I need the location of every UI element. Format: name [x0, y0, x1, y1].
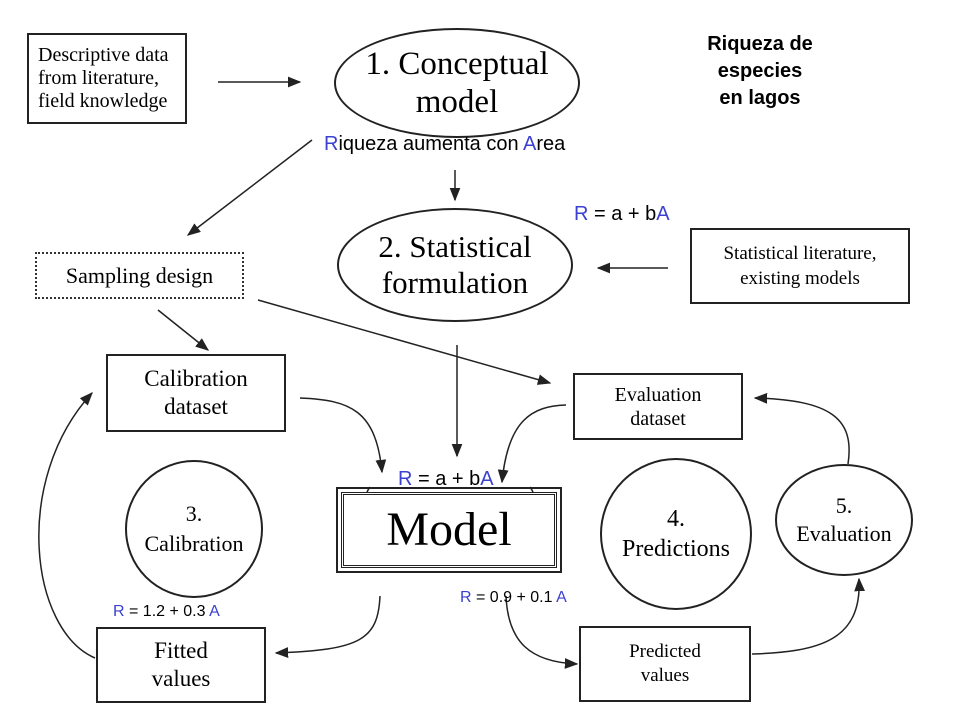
predictions-line-2: Predictions	[622, 536, 730, 562]
descriptive-line-3: field knowledge	[38, 90, 168, 112]
fitted-line-2: values	[151, 666, 211, 691]
calibration-dataset-line-2: dataset	[164, 394, 228, 419]
fitted-line-1: Fitted	[154, 638, 208, 663]
predicted-line-1: Predicted	[629, 641, 701, 662]
node-evaluation: 5. Evaluation	[775, 464, 913, 576]
calibration-line-1: 3.	[185, 501, 203, 526]
annotation-formula-model: R = a + bA	[398, 468, 494, 490]
arrow-sampling-to-evaluation-dataset	[257, 299, 552, 385]
node-calibration: 3. Calibration	[125, 460, 263, 598]
node-descriptive-data: Descriptive data from literature, field …	[27, 33, 187, 124]
arrow-model-to-fitted	[274, 595, 381, 658]
arrow-calibration-dataset-to-model	[299, 397, 387, 474]
arrow-evaluation-dataset-to-model	[497, 404, 567, 484]
node-conceptual-model: 1. Conceptual model	[334, 28, 580, 138]
statlit-line-2: existing models	[740, 268, 860, 289]
statlit-line-1: Statistical literature,	[723, 243, 877, 264]
node-evaluation-dataset: Evaluation dataset	[573, 373, 743, 440]
node-predictions: 4. Predictions	[600, 458, 752, 610]
statistical-line-1: 2. Statistical	[378, 229, 532, 264]
predicted-line-2: values	[640, 665, 690, 686]
diagram-title: Riqueza de especies en lagos	[670, 31, 850, 112]
node-fitted-values: Fitted values	[96, 627, 266, 703]
arrow-predicted-to-evaluation	[751, 577, 865, 655]
node-statistical-literature: Statistical literature, existing models	[690, 228, 910, 304]
conceptual-line-2: model	[415, 84, 499, 120]
evaluation-line-1: 5.	[835, 493, 853, 518]
arrow-evaluation-to-evaluation-dataset	[753, 392, 850, 465]
node-calibration-dataset: Calibration dataset	[106, 354, 286, 432]
statistical-line-2: formulation	[381, 265, 529, 300]
evaluation-dataset-line-1: Evaluation	[614, 383, 702, 406]
model-line-1: Model	[386, 503, 512, 556]
annotation-fitted-equation: R = 1.2 + 0.3 A	[113, 603, 220, 620]
conceptual-line-1: 1. Conceptual	[365, 46, 549, 82]
calibration-line-2: Calibration	[144, 531, 244, 556]
annotation-riqueza: Riqueza aumenta con Area	[324, 133, 566, 155]
sampling-line-1: Sampling design	[65, 262, 214, 288]
annotation-predicted-equation: R = 0.9 + 0.1 A	[460, 589, 567, 606]
node-statistical-formulation: 2. Statistical formulation	[337, 208, 573, 322]
arrow-conceptual-to-sampling	[186, 139, 313, 236]
title-line-2: en lagos	[719, 87, 801, 109]
node-model: Model	[336, 487, 562, 573]
evaluation-dataset-line-2: dataset	[630, 407, 686, 430]
arrow-sampling-to-calibration-dataset	[157, 309, 210, 351]
annotation-formula-top: R = a + bA	[574, 203, 670, 225]
predictions-line-1: 4.	[667, 506, 685, 532]
node-predicted-values: Predicted values	[579, 626, 751, 702]
calibration-dataset-line-1: Calibration	[144, 366, 248, 391]
title-line-1: Riqueza de especies	[707, 33, 813, 82]
node-sampling-design: Sampling design	[35, 252, 244, 299]
arrow-model-to-predicted	[505, 595, 579, 669]
descriptive-line-2: from literature,	[38, 67, 160, 89]
arrow-fitted-to-calibration-dataset	[38, 392, 96, 659]
descriptive-line-1: Descriptive data	[38, 44, 169, 66]
evaluation-line-2: Evaluation	[796, 521, 892, 546]
